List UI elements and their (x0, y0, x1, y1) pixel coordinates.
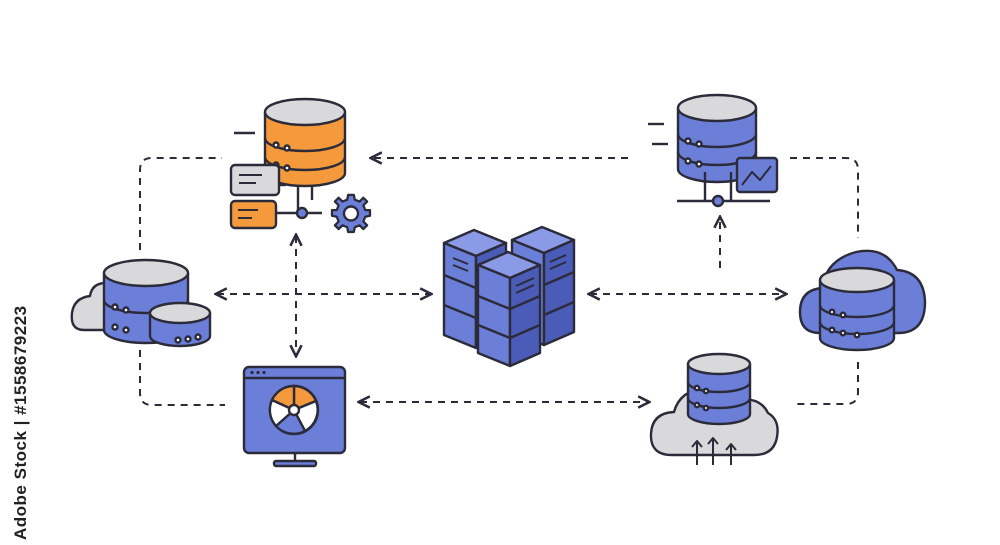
gear-icon (330, 193, 372, 234)
connector-loop-bottom-right (795, 362, 859, 405)
connector-loop-bottom-left (139, 350, 225, 406)
analytics-database-icon (648, 93, 779, 208)
server-rack-icon (442, 225, 576, 368)
local-database-cloud-icon (70, 258, 212, 348)
upload-arrows-icon (691, 437, 737, 465)
orange-database-server-icon (229, 97, 372, 234)
pie-chart-icon (268, 384, 320, 436)
monitor-dashboard-icon (242, 365, 347, 468)
connector-loop-top-left (139, 157, 222, 250)
connectors (139, 157, 859, 406)
cloud-upload-database-icon (649, 352, 779, 465)
trend-line-icon (741, 165, 772, 186)
cloud-database-icon (798, 249, 927, 352)
connector-loop-top-right (790, 157, 859, 238)
stock-id-watermark: Adobe Stock | #1558679223 (11, 305, 30, 540)
